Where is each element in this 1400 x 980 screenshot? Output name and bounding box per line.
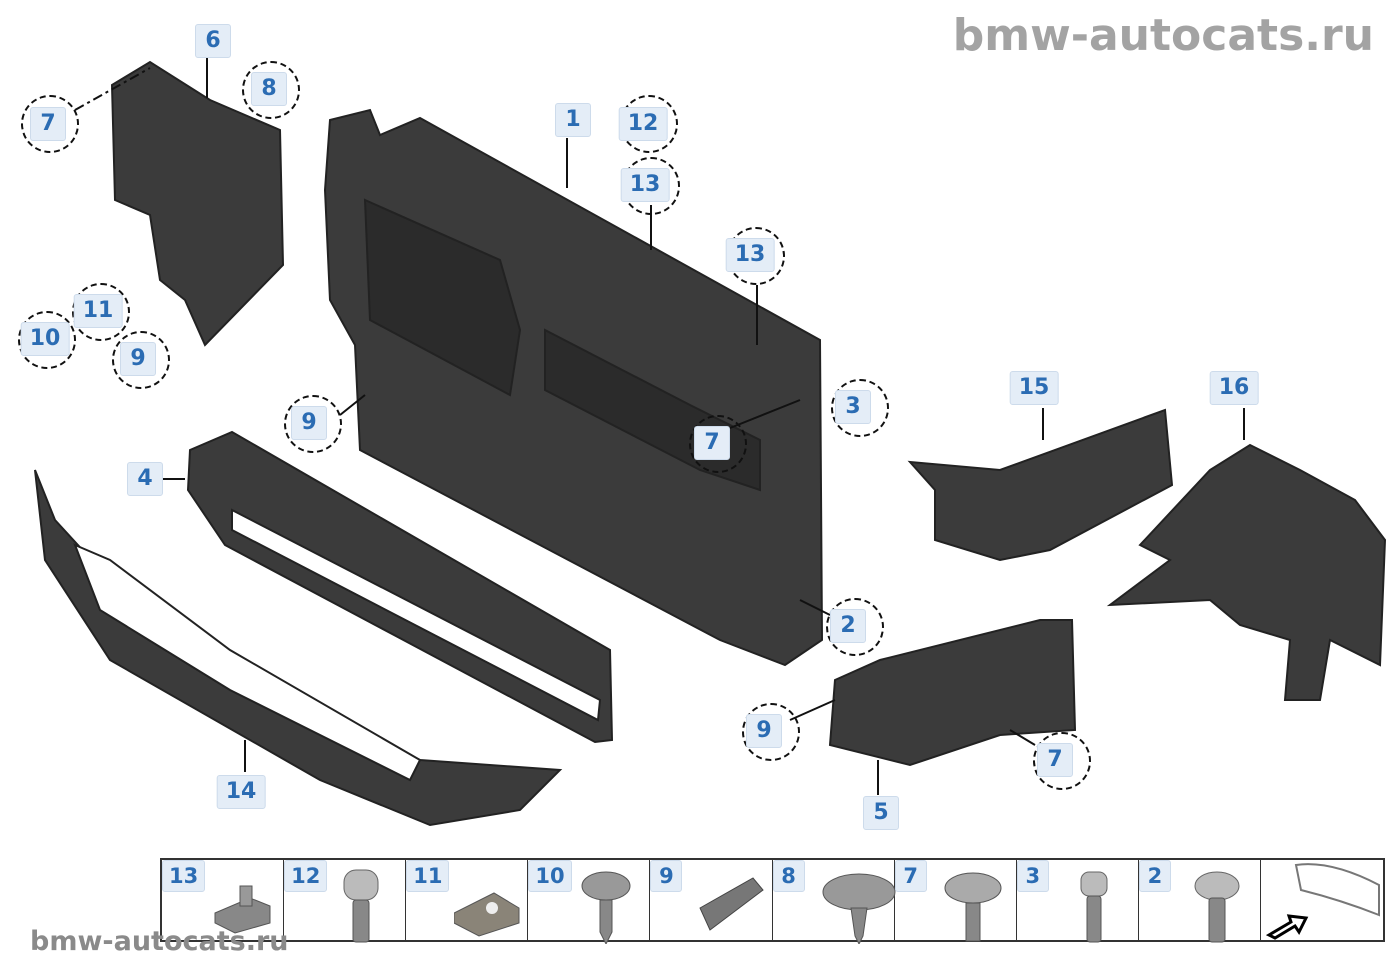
watermark-top: bmw-autocats.ru: [952, 10, 1374, 61]
hex-self-tapping-screw-icon: [581, 871, 631, 944]
callout-label: 6: [195, 24, 231, 58]
hex-socket-bolt-icon: [343, 869, 379, 943]
hardware-cell-9: 9: [650, 860, 773, 940]
part-16-duct: [1106, 443, 1387, 701]
callout-circle: [72, 283, 130, 341]
callout-circle: [1033, 732, 1091, 790]
callout-label: 13: [725, 238, 775, 272]
part-5-duct: [828, 619, 1077, 767]
callout-label: 7: [30, 107, 66, 141]
hardware-cell-12: 12: [284, 860, 407, 943]
callout-circle: [21, 95, 79, 153]
hardware-cell-8: 8: [772, 860, 896, 944]
part-15-duct: [907, 408, 1174, 562]
callout-circle: [242, 61, 300, 119]
hardware-cell-vehicle: [1261, 860, 1383, 940]
callout-label: 9: [291, 406, 327, 440]
callout-label: 5: [863, 796, 899, 830]
hex-socket-bolt-icon-2: [1080, 871, 1108, 943]
callout-circle: [18, 311, 76, 369]
callout-label: 7: [1037, 743, 1073, 777]
torx-bolt-icon: [1194, 871, 1240, 943]
flange-screw-icon: [944, 872, 1002, 942]
spring-nut-icon: [454, 892, 520, 937]
callout-label: 13: [620, 168, 670, 202]
hardware-cell-11: 11: [406, 860, 529, 940]
callout-label: 2: [830, 609, 866, 643]
callout-label: 8: [251, 72, 287, 106]
callout-label: 10: [20, 322, 70, 356]
callout-label: 12: [618, 107, 668, 141]
hardware-cell-3: 3: [1016, 860, 1139, 943]
hardware-cell-10: 10: [528, 860, 651, 944]
callout-circle: [831, 379, 889, 437]
vehicle-location-icon: [1265, 863, 1380, 940]
hardware-cell-2: 2: [1138, 860, 1261, 943]
callout-label: 9: [120, 342, 156, 376]
callout-label: 9: [746, 714, 782, 748]
callout-label: 15: [1009, 371, 1059, 405]
callout-circle: [284, 395, 342, 453]
callout-circle: [742, 703, 800, 761]
callout-label: 7: [694, 426, 730, 460]
hardware-cell-13: 13: [162, 860, 285, 940]
part-1-grille-openings: [363, 198, 522, 397]
callout-circle: [826, 598, 884, 656]
hardware-cell-7: 7: [894, 860, 1017, 942]
expanding-rivet-icon: [822, 873, 896, 944]
callout-label: 3: [835, 390, 871, 424]
part-6-air-duct-left: [110, 60, 285, 347]
callout-label: 4: [127, 462, 163, 496]
callout-label: 1: [555, 103, 591, 137]
callout-label: 16: [1209, 371, 1259, 405]
hardware-strip: 13 12 11 10 9 8 7 3 2: [160, 858, 1385, 944]
edge-clip-icon: [699, 877, 765, 931]
clip-nut-icon: [214, 885, 271, 934]
watermark-bottom: bmw-autocats.ru: [30, 926, 289, 957]
callout-label: 14: [216, 775, 266, 809]
callout-circle: [112, 331, 170, 389]
callout-label: 11: [73, 294, 123, 328]
callout-circle: [689, 415, 747, 473]
